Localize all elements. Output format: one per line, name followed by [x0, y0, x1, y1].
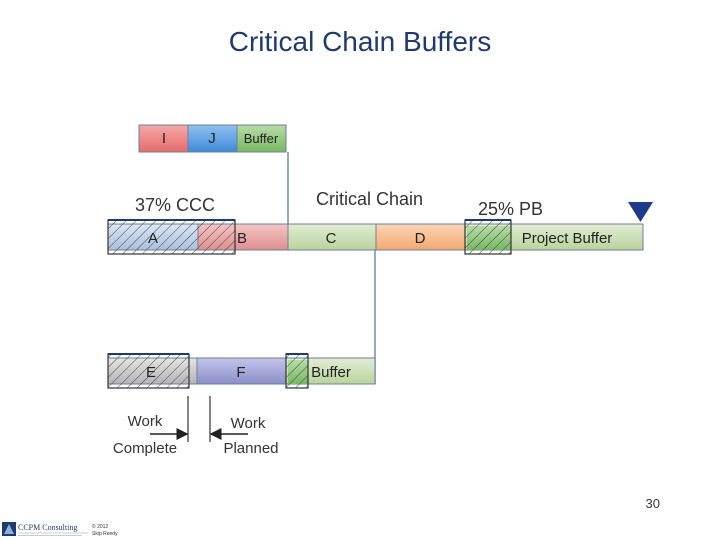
- top-feeding-chain: I J Buffer: [138, 124, 287, 153]
- copyright-notice: © 2012 Skip Reedy: [92, 524, 118, 537]
- slide-title: Critical Chain Buffers: [228, 26, 492, 57]
- work-complete-label-2: Complete: [113, 440, 177, 457]
- page-number: 30: [645, 496, 660, 511]
- work-planned-label-2: Planned: [223, 440, 278, 457]
- project-buffer-label: Project Buffer: [522, 230, 613, 247]
- pb-label: 25% PB: [478, 199, 543, 219]
- consumed-lower-buffer-hatch: [285, 353, 309, 389]
- consumed-chain-hatch: [107, 219, 236, 255]
- task-b-label: B: [237, 230, 247, 247]
- task-e-label: E: [146, 364, 156, 381]
- task-i-label: I: [162, 130, 166, 147]
- task-d: [375, 223, 466, 251]
- task-f-label: F: [236, 364, 245, 381]
- task-c-label: C: [326, 230, 337, 247]
- task-d-label: D: [415, 230, 426, 247]
- work-complete-label-1: Work: [128, 413, 163, 430]
- work-planned-label-1: Work: [231, 415, 266, 432]
- project-end-marker-icon: [628, 202, 653, 222]
- svg-text:CCPM Consulting: CCPM Consulting: [18, 523, 77, 532]
- feeding-buffer-lower-label: Buffer: [311, 364, 351, 381]
- ccpm-logo: CCPM Consulting: [2, 522, 88, 536]
- feeding-buffer-top: [236, 124, 287, 153]
- lower-feeding-chain: E F Buffer: [107, 353, 376, 389]
- ccc-label: 37% CCC: [135, 195, 215, 215]
- task-a-label: A: [148, 230, 158, 247]
- legend: Work Complete Work Planned: [113, 396, 279, 457]
- task-j-label: J: [208, 130, 216, 147]
- consumed-buffer-hatch: [464, 219, 512, 255]
- task-f: [196, 357, 287, 385]
- critical-chain-row: A B C D Project Buffer: [107, 219, 644, 255]
- critical-chain-label: Critical Chain: [316, 189, 423, 209]
- feeding-buffer-top-label: Buffer: [244, 131, 279, 146]
